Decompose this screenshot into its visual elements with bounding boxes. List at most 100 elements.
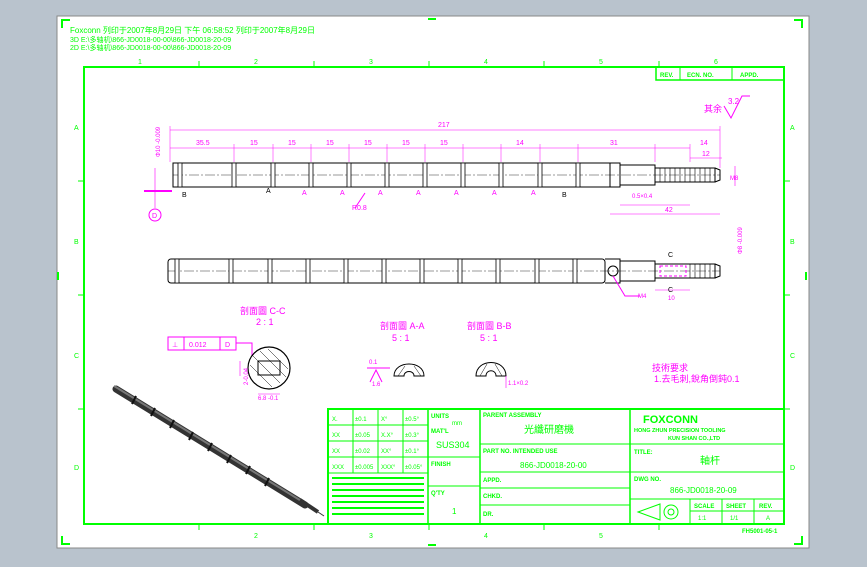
ecn-header: ECN. NO. bbox=[687, 73, 714, 79]
section-aa-title: 剖面圖 A-A bbox=[380, 320, 425, 331]
sheet-value: 1/1 bbox=[730, 516, 739, 522]
title-block bbox=[327, 408, 785, 525]
grid-row-a-right: A bbox=[790, 125, 795, 132]
grid-col-2-bottom: 2 bbox=[254, 533, 258, 540]
mark-a-3: A bbox=[340, 190, 345, 197]
dim-thread-m8: M8 bbox=[730, 176, 739, 182]
part-value: 866-JD0018-20-00 bbox=[520, 461, 587, 470]
section-cc-scale: 2 : 1 bbox=[256, 317, 274, 327]
grid-col-1: 1 bbox=[138, 59, 142, 66]
dim-aa-angle: 1.6 bbox=[372, 382, 381, 388]
rev-label: REV. bbox=[759, 504, 773, 510]
company-line1: HONG ZHUN PRECISION TOOLING bbox=[634, 428, 726, 434]
scale-label: SCALE bbox=[694, 504, 714, 510]
units-label: UNITS bbox=[431, 414, 449, 420]
tol-r3-d: ±0.1° bbox=[405, 449, 420, 455]
title-block-text: X. ±0.1 X° ±0.5° XX ±0.05 X.X° ±0.3° XX … bbox=[332, 413, 778, 535]
surface-roughness-symbol: 其余 3.2 bbox=[704, 95, 750, 120]
dim-cc-vertical: 2-0.04 bbox=[244, 367, 250, 385]
form-number: FH5001-05-1 bbox=[742, 529, 778, 535]
grid-row-c: C bbox=[74, 353, 79, 360]
dim-right-12: 12 bbox=[702, 151, 710, 158]
tol-r1-d: ±0.5° bbox=[405, 417, 420, 423]
tol-r3-b: ±0.02 bbox=[355, 449, 371, 455]
grid-row-a: A bbox=[74, 125, 79, 132]
datum-circle-d bbox=[148, 208, 162, 222]
mark-c-top: C bbox=[668, 252, 673, 259]
section-aa-scale: 5 : 1 bbox=[392, 333, 410, 343]
grid-col-5: 5 bbox=[599, 59, 603, 66]
mark-a-1: A bbox=[266, 188, 271, 195]
grid-col-6: 6 bbox=[714, 59, 718, 66]
tol-symbol: ⊥ bbox=[172, 342, 178, 349]
dim-overall-217: 217 bbox=[438, 122, 450, 129]
finish-label: FINISH bbox=[431, 462, 451, 468]
revision-block: REV. ECN. NO. APPD. bbox=[655, 66, 785, 81]
radius-callout: R0.8 bbox=[352, 205, 367, 212]
rev-value: A bbox=[766, 516, 770, 522]
material-value: SUS304 bbox=[436, 440, 470, 450]
dim-hole-m4: M4 bbox=[638, 294, 647, 300]
title-label: TITLE: bbox=[634, 450, 653, 456]
mark-b-right: B bbox=[562, 192, 567, 199]
grid-col-3: 3 bbox=[369, 59, 373, 66]
tol-r4-a: XXX bbox=[332, 465, 344, 471]
tol-r1-a: X. bbox=[332, 417, 338, 423]
roughness-label: 其余 bbox=[704, 103, 722, 114]
tol-r4-c: XXX° bbox=[381, 465, 396, 471]
dim-seg-7: 15 bbox=[440, 140, 448, 147]
title-value: 軸杆 bbox=[700, 454, 720, 467]
tol-r3-c: XX° bbox=[381, 449, 392, 455]
dim-seg-9: 31 bbox=[610, 140, 618, 147]
section-markers: B A A A A A A A A B bbox=[182, 188, 567, 199]
dim-seg-2: 15 bbox=[250, 140, 258, 147]
grid-row-d-right: D bbox=[790, 465, 795, 472]
datum-d-letter: D bbox=[152, 213, 157, 220]
dim-chamfer: 0.5×0.4 bbox=[632, 194, 653, 200]
mark-a-2: A bbox=[302, 190, 307, 197]
appd-label: APPD. bbox=[483, 478, 502, 484]
tol-r2-b: ±0.05 bbox=[355, 433, 371, 439]
grid-row-b: B bbox=[74, 239, 79, 246]
tol-r4-d: ±0.05° bbox=[405, 465, 423, 471]
grid-row-b-right: B bbox=[790, 239, 795, 246]
tol-value: 0.012 bbox=[189, 342, 207, 349]
tol-r2-d: ±0.3° bbox=[405, 433, 420, 439]
header-line2: 3D E:\多轴机\866-JD0018-00-00\866-JD0018-20… bbox=[70, 35, 231, 44]
grid-col-4-bottom: 4 bbox=[484, 533, 488, 540]
mark-a-5: A bbox=[416, 190, 421, 197]
header-line3: 2D E:\多轴机\866-JD0018-00-00\866-JD0018-20… bbox=[70, 43, 231, 52]
dwg-value: 866-JD0018-20-09 bbox=[670, 486, 737, 495]
section-bb-scale: 5 : 1 bbox=[480, 333, 498, 343]
dim-shaft-dia-2: Φ8 -0.009 bbox=[738, 227, 744, 254]
grid-row-d: D bbox=[74, 465, 79, 472]
dim-seg-6: 15 bbox=[402, 140, 410, 147]
dim-seg-10: 14 bbox=[700, 140, 708, 147]
company-logo: FOXCONN bbox=[643, 414, 698, 426]
section-cc-title: 剖面圖 C-C bbox=[240, 305, 286, 316]
sheet-label: SHEET bbox=[726, 504, 746, 510]
roughness-value: 3.2 bbox=[728, 97, 740, 106]
parent-value: 光纖研磨機 bbox=[524, 423, 574, 436]
section-aa: 剖面圖 A-A 5 : 1 0.1 1.6 bbox=[367, 320, 425, 388]
appd-header: APPD. bbox=[740, 73, 759, 79]
corner-marks bbox=[57, 18, 807, 546]
dim-aa: 0.1 bbox=[369, 360, 378, 366]
notes-title: 技術要求 bbox=[652, 362, 688, 373]
dim-shaft-dia: Φ10 -0.009 bbox=[156, 126, 162, 157]
mark-c-bottom: C bbox=[668, 287, 673, 294]
company-line2: KUN SHAN CO.,LTD bbox=[668, 436, 720, 442]
grid-col-4: 4 bbox=[484, 59, 488, 66]
parent-label: PARENT ASSEMBLY bbox=[483, 413, 541, 419]
qty-label: Q'TY bbox=[431, 491, 445, 497]
dim-seg-3: 15 bbox=[288, 140, 296, 147]
dim-seg-1: 35.5 bbox=[196, 140, 210, 147]
grid-col-5-bottom: 5 bbox=[599, 533, 603, 540]
tol-r2-a: XX bbox=[332, 433, 340, 439]
dr-label: DR. bbox=[483, 512, 494, 518]
mark-a-7: A bbox=[492, 190, 497, 197]
dim-len-10: 10 bbox=[668, 296, 675, 302]
chkd-label: CHKD. bbox=[483, 494, 502, 500]
